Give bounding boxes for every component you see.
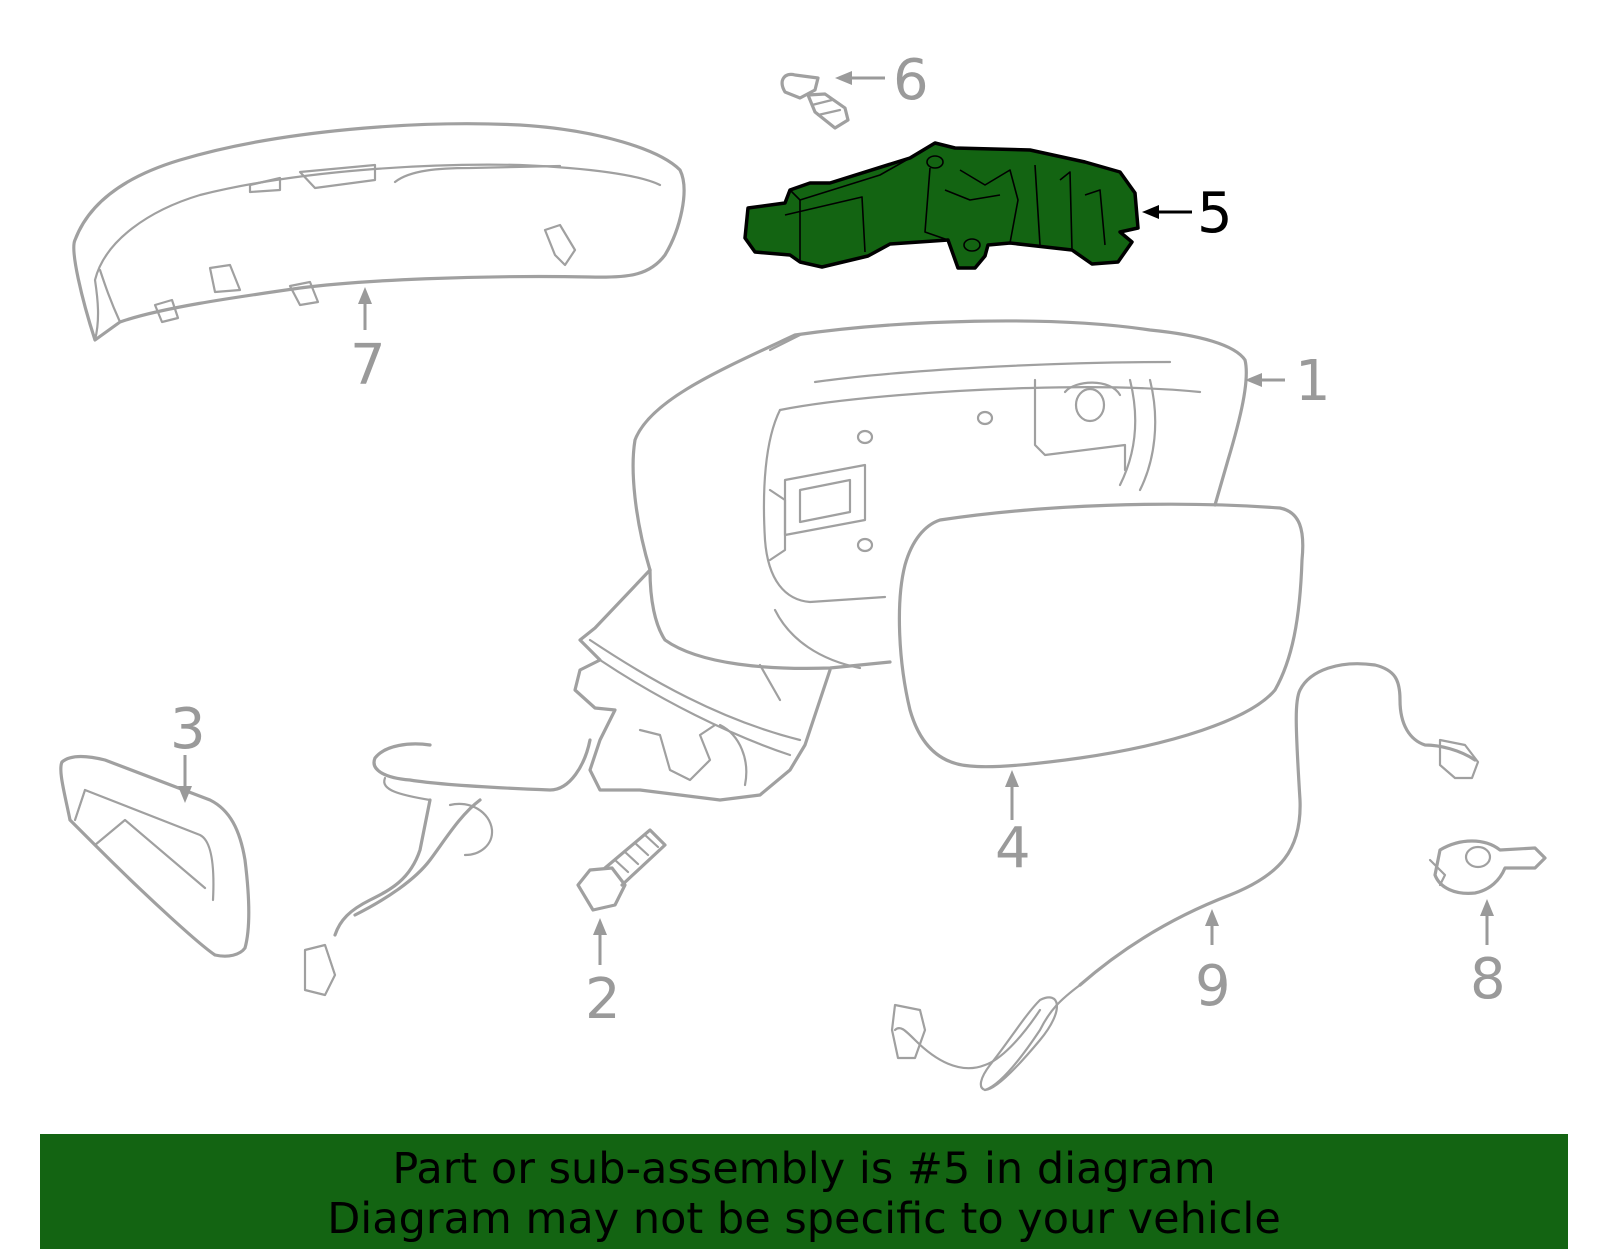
part-3-trim[interactable] [59, 754, 251, 958]
svg-text:1: 1 [1295, 349, 1331, 414]
svg-text:7: 7 [350, 333, 386, 398]
part-2-bolt[interactable] [576, 828, 667, 912]
callout-7: 7 [350, 287, 386, 398]
part-9-wire-harness[interactable] [890, 662, 1480, 1092]
svg-text:8: 8 [1470, 947, 1506, 1012]
svg-text:3: 3 [170, 697, 206, 762]
callout-9: 9 [1195, 909, 1231, 1019]
callout-5: 5 [1142, 181, 1233, 246]
svg-text:9: 9 [1195, 954, 1231, 1019]
callout-1: 1 [1245, 349, 1331, 414]
part-7-mirror-cover[interactable] [72, 122, 686, 342]
part-4-mirror-glass[interactable] [897, 502, 1305, 769]
svg-text:4: 4 [995, 816, 1031, 881]
callout-6: 6 [835, 48, 929, 113]
part-8-clip[interactable] [1428, 839, 1547, 895]
svg-text:2: 2 [585, 967, 621, 1032]
part-1-mirror-housing[interactable] [573, 319, 1248, 802]
info-banner: Part or sub-assembly is #5 in diagram Di… [40, 1134, 1568, 1249]
part-5-bracket-highlighted[interactable] [743, 141, 1140, 270]
callout-8: 8 [1470, 899, 1506, 1012]
svg-text:6: 6 [893, 48, 929, 113]
part-6-screw[interactable] [780, 72, 850, 130]
mount-wiring-harness[interactable] [303, 738, 592, 997]
banner-line-2: Diagram may not be specific to your vehi… [327, 1194, 1281, 1244]
svg-text:5: 5 [1197, 181, 1233, 246]
callout-4: 4 [995, 770, 1031, 881]
banner-line-1: Part or sub-assembly is #5 in diagram [392, 1144, 1216, 1194]
callout-3: 3 [170, 697, 206, 803]
callout-2: 2 [585, 918, 621, 1032]
